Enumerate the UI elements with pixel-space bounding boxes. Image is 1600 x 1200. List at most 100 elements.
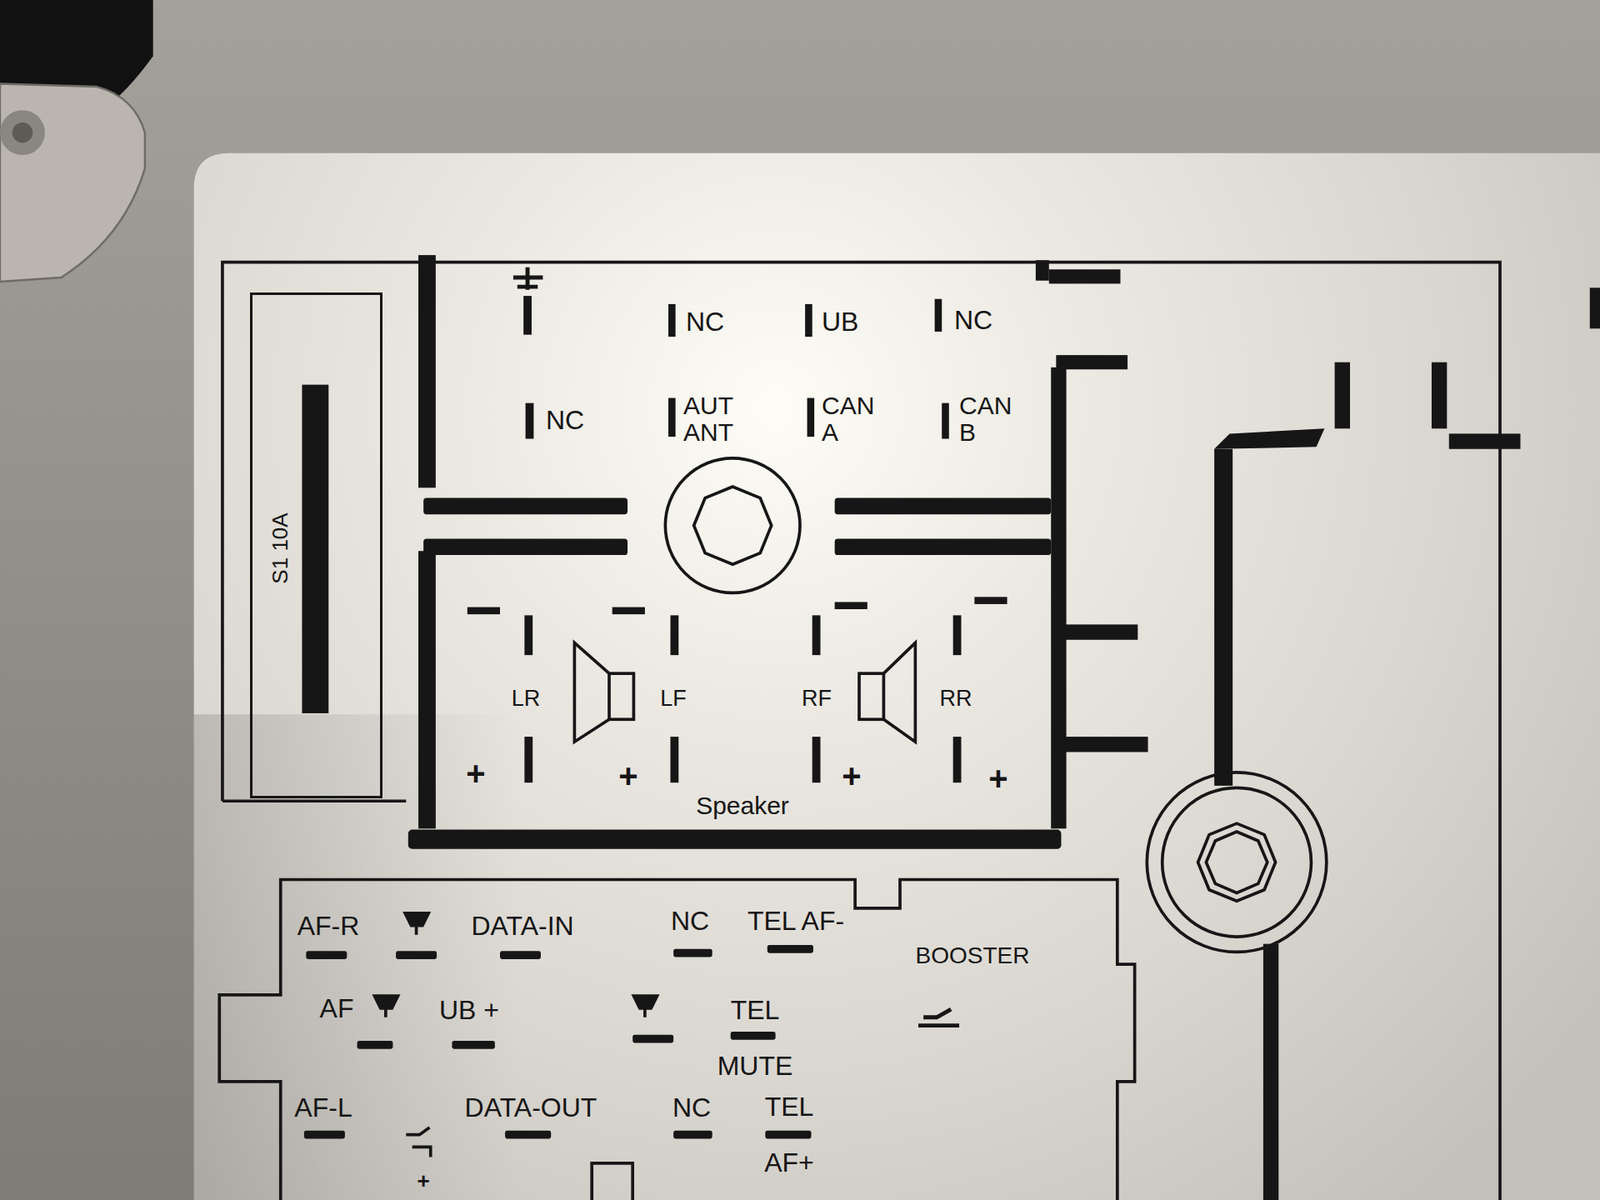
housing-wall <box>418 550 436 829</box>
pin-mark <box>673 1130 713 1140</box>
shadow <box>194 714 919 1200</box>
housing-bar <box>423 498 628 515</box>
pin-mark <box>668 398 676 438</box>
ground-symbol <box>374 995 398 1018</box>
pin-mark <box>505 1130 551 1140</box>
ground-symbol <box>633 995 657 1018</box>
pin-label: LR <box>511 687 541 710</box>
pin-mark <box>935 299 943 332</box>
minus-mark <box>835 601 868 610</box>
switch-symbol <box>918 1009 960 1026</box>
pin-mark <box>941 403 950 440</box>
pin-label: LF <box>660 687 687 710</box>
pin-label: NC <box>672 1094 711 1121</box>
housing-wall <box>1431 362 1447 430</box>
connector-outline <box>219 880 1135 1200</box>
fuse-box: S1 10A <box>250 292 383 799</box>
pin-label: + <box>841 759 861 793</box>
pin-label: UB + <box>439 996 500 1024</box>
pin-label: NC <box>685 308 725 335</box>
connector-housing: Speaker <box>408 255 1067 855</box>
pin-mark <box>632 1035 674 1044</box>
housing-wall <box>1449 433 1521 449</box>
node-text: Speaker <box>695 793 790 819</box>
pin-label: TEL AF+ <box>764 1079 815 1191</box>
pin-mark <box>805 304 813 337</box>
screw-hex <box>1205 831 1267 893</box>
pin-label: NC <box>954 306 993 334</box>
metal-bracket <box>0 83 145 282</box>
screw <box>0 110 45 155</box>
housing-bar <box>835 539 1052 556</box>
housing-notch <box>1060 736 1148 752</box>
speaker-cone <box>574 642 610 742</box>
housing-notch <box>1035 260 1050 280</box>
pin-mark <box>668 304 676 337</box>
cut-letter <box>1590 287 1600 329</box>
ground-symbol <box>405 913 429 935</box>
outer-frame <box>222 799 406 803</box>
pin-mark <box>451 1040 495 1050</box>
screw-hole <box>12 122 33 143</box>
pin-mark <box>767 945 814 954</box>
pin-label: TEL AF- <box>747 907 845 935</box>
pin-label: CAN A <box>821 392 875 445</box>
pin-label: RF <box>801 687 832 710</box>
pin-label: RR <box>940 687 973 710</box>
pin-mark <box>670 736 679 783</box>
pin-label: TEL MUTE <box>717 982 794 1095</box>
housing-notch <box>1055 355 1128 370</box>
pin-label: + <box>618 759 638 793</box>
pin-mark <box>524 615 533 655</box>
pin-label: AUT ANT <box>683 392 734 445</box>
speaker-cone <box>883 642 915 742</box>
housing-wall <box>418 255 436 488</box>
pin-mark <box>953 736 962 783</box>
pin-label: AF-L <box>294 1094 352 1121</box>
pin-mark <box>524 736 533 783</box>
pin-mark <box>305 950 347 960</box>
speaker-symbol <box>859 673 884 720</box>
node-text: BOOSTER <box>915 944 1030 968</box>
housing-wall <box>1214 428 1325 449</box>
pin-label: + <box>465 756 485 790</box>
label-sheet <box>194 153 1600 1200</box>
pin-mark <box>670 615 679 655</box>
pin-mark <box>765 1130 811 1140</box>
minus-mark <box>467 607 500 615</box>
pin-label: AF-R <box>297 912 360 940</box>
outer-frame <box>222 262 1500 1200</box>
pin-mark <box>673 949 713 958</box>
housing-bar <box>835 498 1052 515</box>
pin-mark <box>357 1040 394 1050</box>
pin-mark <box>730 1031 776 1040</box>
pin-mark <box>812 615 821 655</box>
pin-label: + <box>416 1170 430 1192</box>
pin-mark <box>304 1130 345 1140</box>
screw-ring <box>1146 772 1327 953</box>
speaker-symbol <box>609 673 634 720</box>
housing-wall <box>1335 362 1350 430</box>
ink <box>219 255 1600 1200</box>
housing-notch <box>1049 269 1121 284</box>
housing-bar <box>423 539 628 556</box>
screw-hex <box>694 486 772 565</box>
housing-wall <box>408 830 1062 850</box>
pin-label: CAN B <box>959 392 1012 445</box>
minus-mark <box>612 607 645 615</box>
screw-ring <box>1162 787 1312 937</box>
housing-notch <box>1060 624 1138 640</box>
minus-mark <box>974 596 1007 605</box>
pin-mark <box>525 403 535 440</box>
housing-wall <box>1050 367 1066 829</box>
pin-label: DATA-IN <box>470 912 574 940</box>
pin-mark <box>500 950 541 960</box>
pin-mark <box>395 950 437 960</box>
pin-label: NC <box>545 406 585 434</box>
pin-label: AF <box>320 995 355 1022</box>
pin-label: + <box>988 761 1008 795</box>
